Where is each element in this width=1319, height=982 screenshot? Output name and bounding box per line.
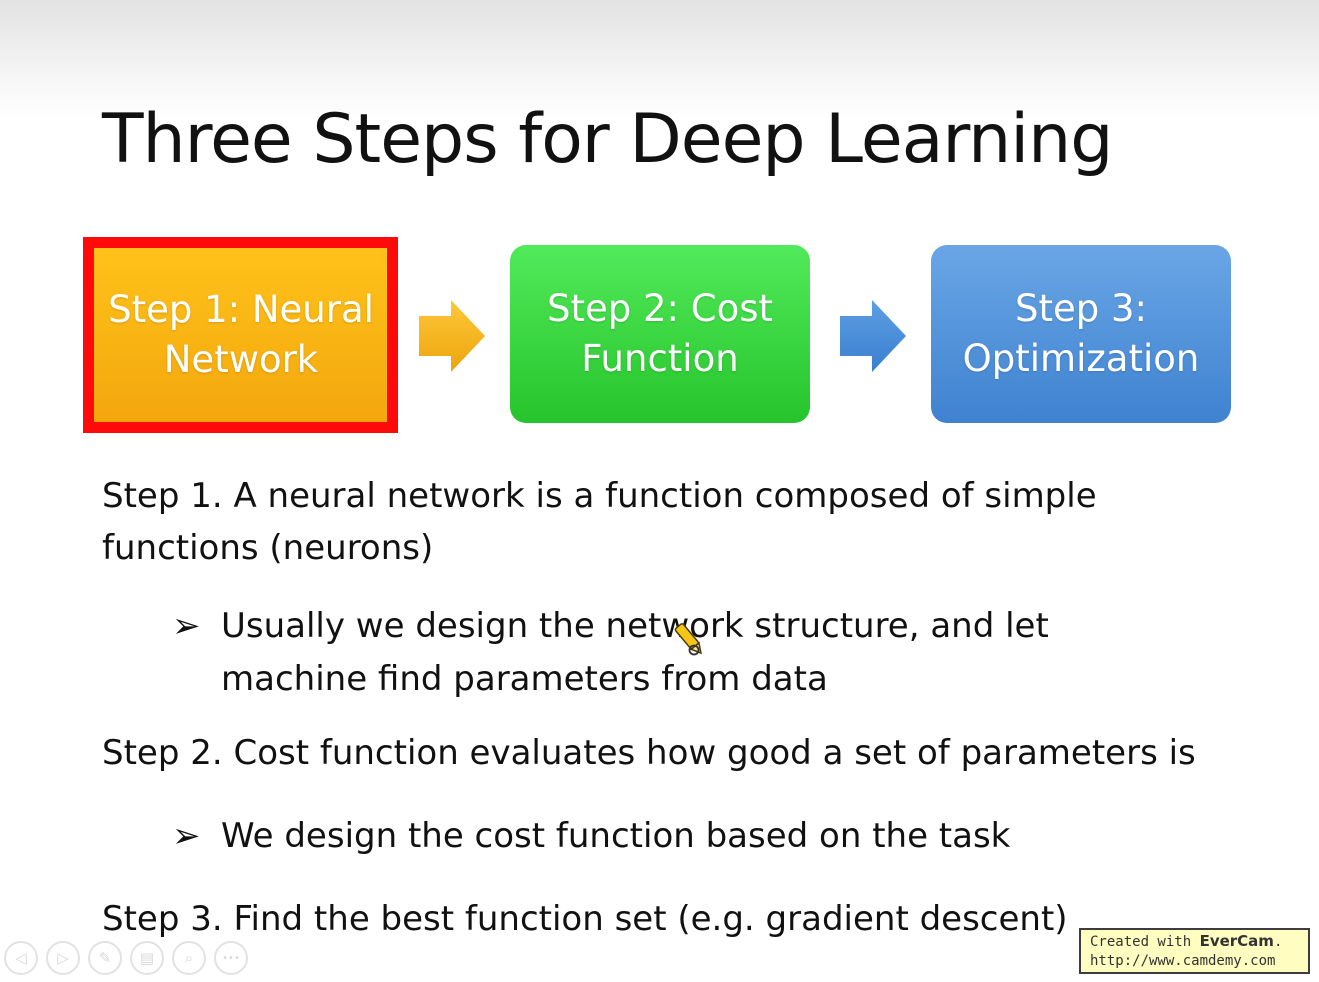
step3-box: Step 3: Optimization: [931, 245, 1231, 423]
step1-box: Step 1: Neural Network: [94, 248, 388, 422]
step1-description-line2: functions (neurons): [102, 528, 434, 568]
bullet-arrow-icon: ➢: [172, 606, 201, 646]
watermark-suffix: .: [1273, 934, 1283, 950]
step1-label-line1: Step 1: Neural: [108, 288, 374, 331]
watermark-line1: Created with EverCam.: [1090, 932, 1308, 952]
bullet1-line1: Usually we design the network structure,…: [221, 606, 1049, 646]
step1-label-line2: Network: [163, 338, 319, 381]
more-icon[interactable]: •••: [214, 941, 248, 975]
step1-highlight-frame: [83, 237, 398, 433]
zoom-icon[interactable]: ⌕: [172, 941, 206, 975]
step3-description: Step 3. Find the best function set (e.g.…: [102, 899, 1068, 939]
step2-label-line2: Function: [581, 337, 739, 380]
watermark-prefix: Created with: [1090, 934, 1200, 950]
step1-description-line1: Step 1. A neural network is a function c…: [102, 476, 1097, 516]
step3-label-line1: Step 3:: [1014, 287, 1147, 330]
next-icon[interactable]: ▷: [46, 941, 80, 975]
step2-label-line1: Step 2: Cost: [546, 287, 774, 330]
pen-cursor-icon: [674, 623, 702, 656]
step3-label-line2: Optimization: [962, 337, 1200, 380]
bullet1-line2: machine find parameters from data: [221, 659, 828, 699]
arrow-right-icon: [840, 300, 906, 372]
step2-box: Step 2: Cost Function: [510, 245, 810, 423]
bullet2-line1: We design the cost function based on the…: [221, 816, 1011, 856]
slides-icon[interactable]: ▤: [130, 941, 164, 975]
pen-icon[interactable]: ✎: [88, 941, 122, 975]
step2-description: Step 2. Cost function evaluates how good…: [102, 733, 1196, 773]
previous-icon[interactable]: ◁: [4, 941, 38, 975]
bullet-arrow-icon: ➢: [172, 816, 201, 856]
watermark-brand: EverCam: [1199, 932, 1274, 950]
slide-title: Three Steps for Deep Learning: [102, 100, 1113, 179]
arrow-right-icon: [419, 300, 485, 372]
watermark-url[interactable]: http://www.camdemy.com: [1090, 953, 1276, 969]
evercam-watermark: Created with EverCam. http://www.camdemy…: [1079, 928, 1310, 974]
presentation-toolbar: ◁ ▷ ✎ ▤ ⌕ •••: [0, 941, 248, 981]
